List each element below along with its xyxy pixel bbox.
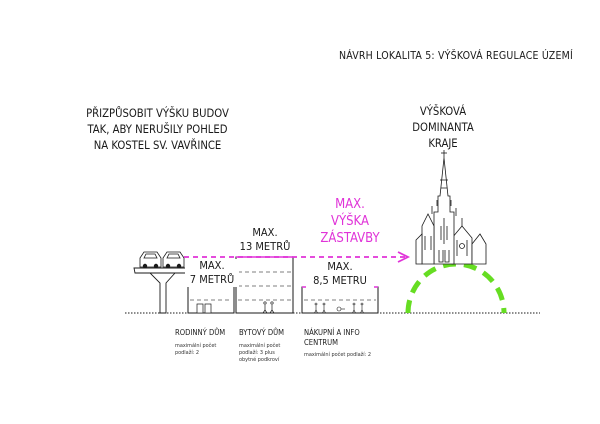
- car-icon: [139, 251, 162, 269]
- church-icon: [415, 150, 487, 265]
- limit-line: MAX.: [199, 259, 225, 272]
- building-name-apartment: BYTOVÝ DŮM: [239, 328, 285, 337]
- limit-line: 13 METRŮ: [239, 240, 291, 253]
- limit-line: 7 METRŮ: [189, 273, 235, 286]
- note-line: podlaží: 2: [175, 350, 200, 357]
- people-icon: [262, 301, 275, 314]
- max-height-line: ZÁSTAVBY: [320, 231, 380, 246]
- arrow-head-icon: [397, 251, 411, 263]
- dominant-line: KRAJE: [428, 137, 458, 150]
- limit-line: MAX.: [252, 226, 278, 239]
- building-note-shopping: maximální počet podlaží: 2: [304, 352, 384, 359]
- max-height-line: VÝŠKA: [330, 214, 369, 229]
- page-title: NÁVRH LOKALITA 5: VÝŠKOVÁ REGULACE ÚZEMÍ: [339, 50, 573, 62]
- name-line: NÁKUPNÍ A INFO: [304, 328, 360, 337]
- note-line: maximální počet podlaží: 2: [304, 352, 371, 358]
- limit-label-apartment: MAX. 13 METRŮ: [236, 226, 294, 254]
- building-note-house: maximální počet podlaží: 2: [175, 343, 235, 357]
- intro-line: TAK, ABY NERUŠILY POHLED: [87, 123, 228, 136]
- door-icon: [196, 303, 204, 314]
- note-line: maximální počet: [239, 343, 281, 349]
- limit-line: MAX.: [327, 260, 353, 273]
- intro-text: PŘIZPŮSOBIT VÝŠKU BUDOV TAK, ABY NERUŠIL…: [80, 106, 235, 154]
- building-note-apartment: maximální počet podlaží: 3 plus obytné p…: [239, 343, 297, 365]
- shopping-centre: [301, 286, 379, 314]
- max-height-line: MAX.: [335, 197, 365, 212]
- limit-label-shopping: MAX. 8,5 METRU: [306, 260, 374, 288]
- intro-line: PŘIZPŮSOBIT VÝŠKU BUDOV: [86, 107, 229, 120]
- limit-line: 8,5 METRU: [313, 274, 367, 287]
- dominant-line: VÝŠKOVÁ: [419, 105, 467, 118]
- car-icon: [162, 251, 185, 269]
- limit-label-house: MAX. 7 METRŮ: [185, 259, 239, 287]
- visibility-zone: [405, 261, 507, 314]
- note-line: obytné podkroví: [239, 357, 280, 364]
- name-line: CENTRUM: [304, 338, 339, 347]
- door-icon: [204, 303, 212, 314]
- dominant-label: VÝŠKOVÁ DOMINANTA KRAJE: [400, 104, 486, 152]
- bridge: [133, 267, 191, 314]
- note-line: podlaží: 3 plus: [239, 350, 275, 357]
- dominant-line: DOMINANTA: [412, 121, 474, 134]
- intro-line: NA KOSTEL SV. VAVŘINCE: [93, 139, 222, 152]
- apartment-building: [235, 256, 294, 314]
- building-name-shopping: NÁKUPNÍ A INFO CENTRUM: [304, 328, 360, 348]
- people-icon: [314, 302, 364, 314]
- note-line: maximální počet: [175, 343, 217, 349]
- max-height-label: MAX. VÝŠKA ZÁSTAVBY: [302, 196, 398, 247]
- building-name-house: RODINNÝ DŮM: [175, 328, 226, 337]
